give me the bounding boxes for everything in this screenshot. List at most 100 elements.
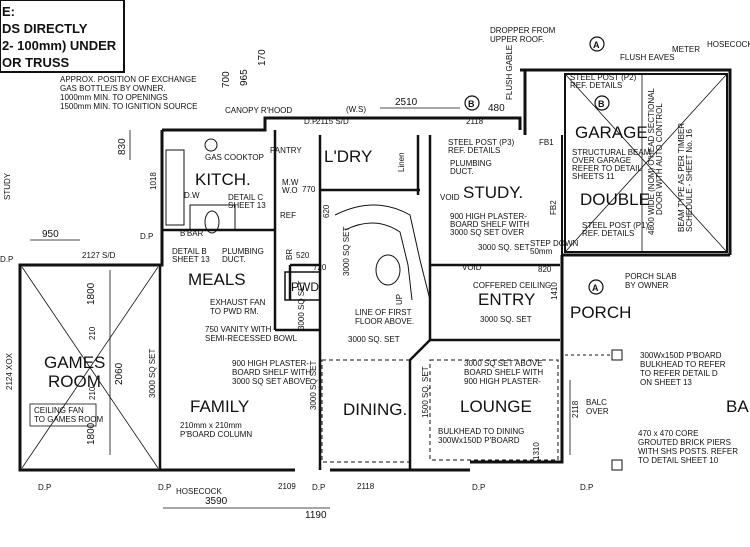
- pantry-label: PANTRY: [270, 146, 302, 155]
- sqset-b: 3000 SQ SET: [297, 281, 306, 330]
- plumbing2-2: DUCT.: [450, 167, 474, 176]
- bulk2-4: ON SHEET 13: [640, 378, 692, 387]
- dim-170: 170: [257, 49, 268, 66]
- room-entry: ENTRY: [478, 290, 535, 309]
- detail-c-label: DETAIL C: [228, 193, 263, 202]
- steel-p2-1: STEEL POST (P2): [570, 73, 637, 82]
- column-1: 210mm x 210mm: [180, 421, 242, 430]
- dim-820: 820: [538, 265, 552, 274]
- exterior-walls: [18, 68, 732, 472]
- corner-note-line1: E:: [2, 4, 15, 19]
- beam-1: STRUCTURAL BEAM: [572, 148, 651, 157]
- dim-480: 480: [488, 103, 505, 114]
- corner-note-line4: OR TRUSS: [2, 55, 70, 70]
- dim-770: 770: [302, 185, 316, 194]
- dim-1800-b: 1800: [86, 422, 97, 445]
- porch-posts: [565, 349, 623, 471]
- room-games-2: ROOM: [48, 372, 101, 391]
- dim-1310: 1310: [532, 442, 541, 460]
- coffered-label: COFFERED CEILING: [473, 281, 551, 290]
- dp-bottom-left: D.P: [38, 483, 51, 492]
- dp-porch: D.P: [580, 483, 593, 492]
- room-kitch: KITCH.: [195, 170, 251, 189]
- ceiling-fan-2: TO GAMES ROOM: [34, 415, 104, 424]
- dp-top: D.P: [304, 117, 317, 126]
- canopy-note: CANOPY R'HOOD: [225, 106, 292, 115]
- void-label-2: VOID: [462, 263, 482, 272]
- games-room-diagonals: [21, 266, 159, 469]
- dim-2510: 2510: [395, 97, 418, 108]
- gas-note-2: GAS BOTTLE/S BY OWNER.: [60, 84, 166, 93]
- balc-over-1: BALC: [586, 398, 607, 407]
- dropper-note-2: UPPER ROOF.: [490, 35, 544, 44]
- room-meals: MEALS: [188, 270, 246, 289]
- sqset-a: 3000 SQ SET: [342, 227, 351, 276]
- kitchen-bench: [165, 138, 236, 234]
- flush-eaves-note: FLUSH EAVES: [620, 53, 675, 62]
- vanity-1: 750 VANITY WITH: [205, 325, 272, 334]
- exhaust-1: EXHAUST FAN: [210, 298, 266, 307]
- dp-bottom-center: D.P: [312, 483, 325, 492]
- dim-1800-a: 1800: [86, 282, 97, 305]
- shelf1-3: 3000 SQ SET OVER: [450, 228, 524, 237]
- gas-note-4: 1500mm MIN. TO IGNITION SOURCE: [60, 102, 198, 111]
- dim-1018: 1018: [149, 172, 158, 190]
- interior-walls: [158, 130, 560, 470]
- dp-far-left: D.P: [0, 255, 13, 264]
- door-note-1: 4800 WIDE (NOM) O'HEAD SECTIONAL: [647, 88, 656, 235]
- shelf3-3: 900 HIGH PLASTER-: [464, 377, 541, 386]
- gas-note-1: APPROX. POSITION OF EXCHANGE: [60, 75, 196, 84]
- room-ldry: L'DRY: [324, 147, 372, 166]
- line-first-2: FLOOR ABOVE.: [355, 317, 414, 326]
- ceiling-fan-box: [29, 403, 97, 427]
- ws-label: (W.S): [346, 105, 366, 114]
- dw-label: D.W: [184, 191, 200, 200]
- stepdown-1: STEP DOWN: [530, 239, 579, 248]
- sqset-d: 3000 SQ. SET: [480, 315, 532, 324]
- linen-label: Linen: [397, 152, 406, 172]
- dim-2124: 2124 XOX: [5, 352, 14, 390]
- dim-720: 720: [313, 263, 327, 272]
- shelf1-1: 900 HIGH PLASTER-: [450, 212, 527, 221]
- core-1: 470 x 470 CORE: [638, 429, 698, 438]
- marker-b-garage: B: [598, 99, 605, 109]
- balc-over-2: OVER: [586, 407, 609, 416]
- dp-left: D.P: [140, 232, 153, 241]
- steel-p1-2: REF. DETAILS: [582, 229, 634, 238]
- shelf1-2: BOARD SHELF WITH: [450, 220, 529, 229]
- timber-note-2: SCHEDULE - SHEET No. 16: [685, 128, 694, 232]
- mw-label: M.W: [282, 178, 299, 187]
- exhaust-2: TO PWD RM.: [210, 307, 259, 316]
- staircase: [334, 204, 431, 301]
- dim-520: 520: [296, 251, 310, 260]
- meter-note: METER: [672, 45, 700, 54]
- hosecock-top-note: HOSECOCK: [707, 40, 750, 49]
- bulk2-2: BULKHEAD TO REFER: [640, 360, 726, 369]
- bulk2-1: 300Wx150D P'BOARD: [640, 351, 722, 360]
- beam-2: OVER GARAGE: [572, 156, 631, 165]
- ref-label: REF: [280, 211, 296, 220]
- fb1-label: FB1: [539, 138, 554, 147]
- pwd-room: [284, 271, 321, 301]
- room-garage: GARAGE: [575, 123, 648, 142]
- steel-p1-1: STEEL POST (P1): [582, 221, 649, 230]
- shelf2-1: 900 HIGH PLASTER-: [232, 359, 309, 368]
- dim-3590: 3590: [205, 496, 228, 507]
- plumbing2-1: PLUMBING: [450, 159, 492, 168]
- steel-p3-1: STEEL POST (P3): [448, 138, 515, 147]
- vanity-2: SEMI-RECESSED BOWL: [205, 334, 298, 343]
- dim-210-b: 210: [88, 386, 97, 400]
- dim-2118-right: 2118: [571, 400, 580, 418]
- hosecock-bottom: HOSECOCK: [176, 487, 222, 496]
- dp-bottom-mid: D.P: [158, 483, 171, 492]
- room-family: FAMILY: [190, 397, 249, 416]
- dimension-lines: [30, 107, 571, 509]
- dim-1410: 1410: [550, 282, 559, 300]
- dim-210-a: 210: [88, 326, 97, 340]
- sd-left: 2127 S/D: [82, 251, 116, 260]
- room-porch: PORCH: [570, 303, 631, 322]
- void-label: VOID: [440, 193, 460, 202]
- shelf3-1: 3000 SQ SET ABOVE: [464, 359, 543, 368]
